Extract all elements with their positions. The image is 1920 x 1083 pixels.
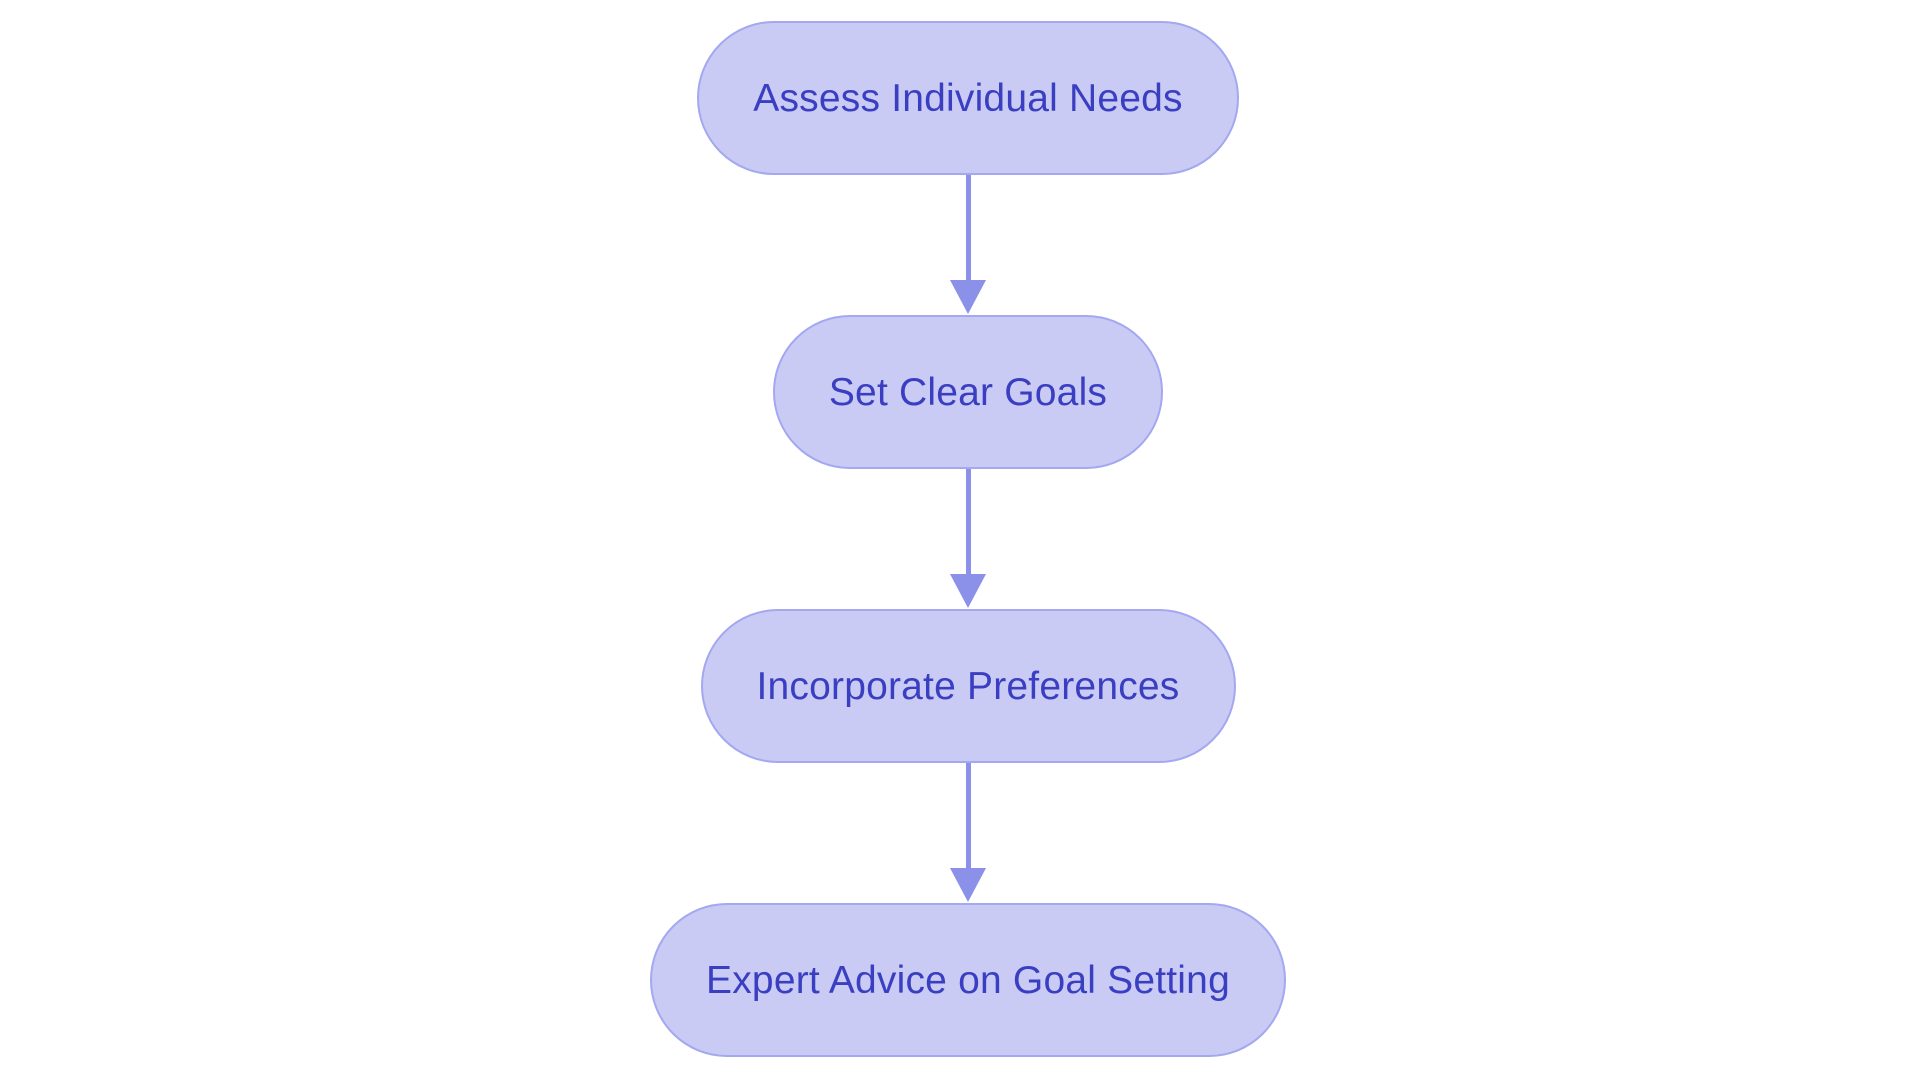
connector-arrow-1 xyxy=(950,175,986,315)
flow-node-set-clear-goals: Set Clear Goals xyxy=(772,315,1164,469)
flow-node-incorporate-preferences: Incorporate Preferences xyxy=(700,609,1236,763)
arrow-shaft xyxy=(965,763,971,869)
arrow-down-icon xyxy=(950,868,986,902)
flow-node-label: Assess Individual Needs xyxy=(753,76,1183,120)
flow-node-label: Set Clear Goals xyxy=(828,370,1108,414)
flow-node-expert-advice-on-goal-setting: Expert Advice on Goal Setting xyxy=(650,903,1286,1057)
flow-node-assess-individual-needs: Assess Individual Needs xyxy=(697,21,1239,175)
flow-node-label: Incorporate Preferences xyxy=(756,664,1180,708)
arrow-shaft xyxy=(965,469,971,575)
connector-arrow-2 xyxy=(950,469,986,609)
arrow-down-icon xyxy=(950,574,986,608)
connector-arrow-3 xyxy=(950,763,986,903)
flow-node-label: Expert Advice on Goal Setting xyxy=(706,958,1230,1002)
arrow-shaft xyxy=(965,175,971,281)
arrow-down-icon xyxy=(950,280,986,314)
